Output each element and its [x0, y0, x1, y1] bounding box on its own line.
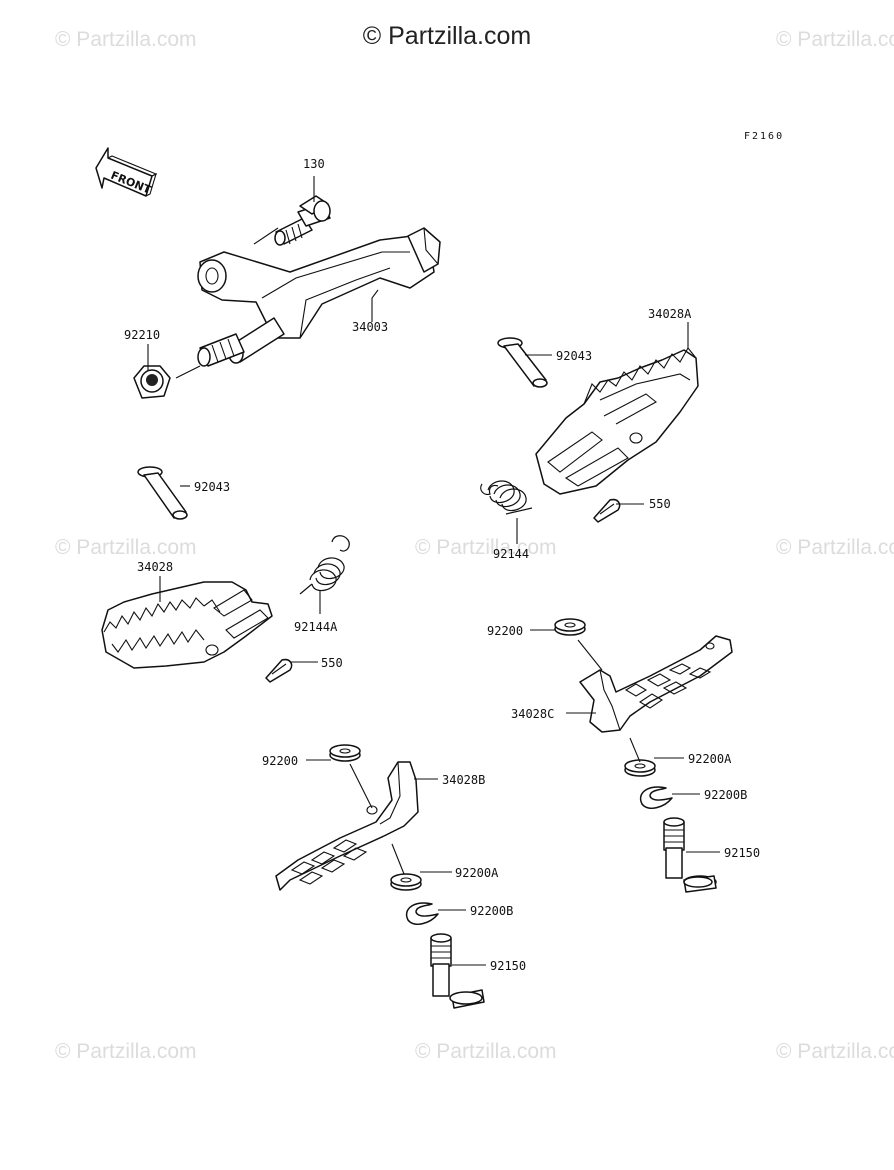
front-arrow-icon: FRONT — [95, 147, 158, 197]
pin-92043-icon — [137, 466, 188, 520]
spring-92144A-icon — [299, 535, 350, 595]
washer-92200-icon — [329, 744, 361, 762]
watermark: © Partzilla.com — [776, 536, 894, 559]
part-label-92200A: 92200A — [455, 866, 499, 880]
footpeg-34028B-icon — [275, 761, 419, 891]
part-label-34028B: 34028B — [442, 773, 486, 787]
part-label-92043: 92043 — [556, 349, 593, 363]
watermark: © Partzilla.com — [55, 536, 197, 559]
footpeg-34028A-icon — [535, 347, 699, 495]
part-label-92210: 92210 — [124, 328, 161, 342]
washer-92200-icon — [554, 618, 586, 636]
part-label-92150: 92150 — [490, 959, 527, 973]
bolt-130-icon — [274, 195, 331, 246]
clip-92200B-icon — [639, 786, 673, 809]
lever-34003-icon — [197, 227, 441, 367]
clip-92200B-icon — [405, 902, 439, 925]
page-header: © Partzilla.com — [362, 22, 532, 50]
watermark: © Partzilla.com — [776, 1040, 894, 1063]
part-label-34028C: 34028C — [511, 707, 555, 721]
footpeg-34028C-icon — [579, 635, 733, 733]
figure-code: F2160 — [744, 131, 785, 142]
nut-92210-icon — [133, 365, 171, 399]
part-label-130: 130 — [303, 157, 325, 171]
part-label-550: 550 — [649, 497, 671, 511]
watermark: © Partzilla.com — [776, 28, 894, 51]
part-label-92200B: 92200B — [470, 904, 514, 918]
part-label-92200A: 92200A — [688, 752, 732, 766]
cotter-pin-550-icon — [265, 658, 293, 683]
part-label-34028A: 34028A — [648, 307, 692, 321]
leader-lines — [147, 176, 720, 966]
part-label-92150: 92150 — [724, 846, 761, 860]
pin-92150-icon — [663, 817, 717, 893]
part-label-92200B: 92200B — [704, 788, 748, 802]
part-label-34028: 34028 — [137, 560, 174, 574]
washer-92200A-icon — [624, 759, 656, 777]
cotter-pin-550-icon — [593, 498, 621, 523]
spring-92144-icon — [480, 480, 533, 515]
part-label-550: 550 — [321, 656, 343, 670]
watermark: © Partzilla.com — [55, 28, 197, 51]
part-label-34003: 34003 — [352, 320, 389, 334]
part-label-92200: 92200 — [487, 624, 524, 638]
part-label-92144: 92144 — [493, 547, 530, 561]
part-label-92043: 92043 — [194, 480, 231, 494]
pin-92043-icon — [497, 337, 548, 388]
footpeg-34028-icon — [101, 581, 273, 669]
part-label-92200: 92200 — [262, 754, 299, 768]
washer-92200A-icon — [390, 873, 422, 891]
watermark: © Partzilla.com — [415, 536, 557, 559]
part-label-92144A: 92144A — [294, 620, 338, 634]
watermark: © Partzilla.com — [55, 1040, 197, 1063]
pin-92150-icon — [430, 933, 485, 1009]
watermark: © Partzilla.com — [415, 1040, 557, 1063]
